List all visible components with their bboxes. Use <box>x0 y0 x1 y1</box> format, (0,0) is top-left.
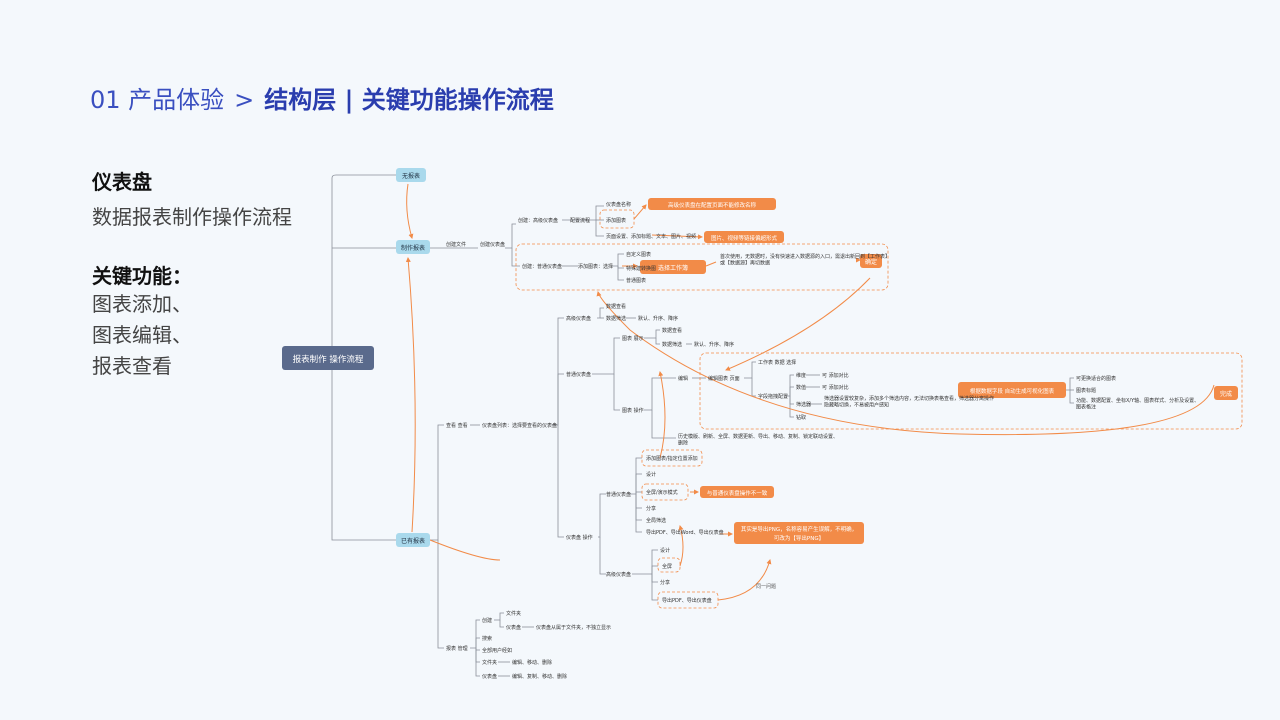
label-add-chart2: 添加图表/指定位置添加 <box>646 455 698 462</box>
node-label: 已有报表 <box>401 537 425 545</box>
auto-chart-node: 根据数据字段 自动生成可视化图表 <box>970 387 1055 395</box>
feature-item: 图表编辑、 <box>92 323 192 347</box>
label-chart-title: 图表标题 <box>1076 387 1096 394</box>
label-desc-workbook: 首次使用，无数据时，没有快速进入数据源的入口，需退出新回到【工作表】或【数据源】… <box>720 253 890 267</box>
label-filter: 筛选器 <box>796 401 811 408</box>
label-create-adv: 创建：高级仪表盘 <box>518 217 558 224</box>
label-dash-ops: 编辑、复制、移动、删除 <box>512 673 567 680</box>
features-title: 关键功能： <box>92 264 192 288</box>
node-none: 无报表 <box>396 168 426 182</box>
label-dim-opt: 可 添加对比 <box>822 372 849 379</box>
side-title: 仪表盘 <box>92 170 152 194</box>
label-fullscreen2: 全屏 <box>662 563 672 570</box>
label-filter-opts: 默认、升序、降序 <box>638 315 678 322</box>
label-adv-dash2: 高级仪表盘 <box>606 571 631 578</box>
label-search: 搜索 <box>482 635 492 642</box>
label-create-normal: 创建：普通仪表盘 <box>522 263 562 270</box>
label-global-filter: 全局筛选 <box>646 517 666 524</box>
label-design: 设计 <box>646 471 656 478</box>
label-folder-ops: 编辑、移动、删除 <box>512 659 552 666</box>
label-create: 创建 <box>482 617 492 624</box>
label-data-view: 数据查看 <box>606 303 626 310</box>
label-folder2: 文件夹 <box>482 659 497 666</box>
note-adv: 高级仪表盘在配置页面不能修改名称 <box>668 201 757 209</box>
label-normal-chart: 普通图表 <box>626 277 646 284</box>
label-ops-list: 历史模版、刷新、全屏、数据更新、导出、移动、复制、锁定联动设置、删除 <box>678 433 838 447</box>
label-export: 导出PDF、导出Word、导出仪表盘 <box>646 529 724 536</box>
label-val: 数值 <box>796 384 806 391</box>
note-export: 其实是导出PNG，名称容易产生误解，不明确，可改为【导出PNG】 <box>741 525 857 542</box>
label-fullscreen-mode: 全屏/演示模式 <box>646 489 678 496</box>
label-share2: 分享 <box>660 579 670 586</box>
label-chart-types: 可更换适合的图表 <box>1076 375 1116 382</box>
label-data-filter: 数据筛选 <box>606 315 626 322</box>
label-dim: 维度 <box>796 372 806 379</box>
node-have: 已有报表 <box>396 533 430 547</box>
label-chart-ops: 图表 操作 <box>622 407 644 414</box>
node-labels: 创建文件创建仪表盘创建：高级仪表盘配置流程仪表盘名称添加图表页面设置、添加标题、… <box>446 201 1199 680</box>
label-export2: 导出PDF、导出仪表盘 <box>662 597 712 604</box>
label-val-opt: 可 添加对比 <box>822 384 849 391</box>
label-create-dash: 创建仪表盘 <box>480 241 505 248</box>
label-dashboard2: 仪表盘 <box>482 673 497 680</box>
label-view-dash: 查看 查看 <box>446 422 468 429</box>
label-custom-chart: 自定义图表 <box>626 251 651 258</box>
flow-arrows <box>405 183 1215 601</box>
label-edit: 编辑 <box>678 375 688 382</box>
node-make: 制作报表 <box>396 240 430 254</box>
label-add-chart-select: 添加图表：选择 <box>578 263 613 270</box>
feature-item: 图表添加、 <box>92 292 192 316</box>
select-workbook: 选择工作簿 <box>658 264 688 272</box>
label-design2: 设计 <box>660 547 670 554</box>
label-create-file: 创建文件 <box>446 241 466 248</box>
breadcrumb-separator: > <box>234 86 255 114</box>
label-add-chart: 添加图表 <box>606 217 626 224</box>
label-folder: 文件夹 <box>506 610 521 617</box>
label-filter-desc: 筛选器设置较复杂，添加多个筛选内容，无法切换表格查看，筛选器分离操作隐藏略切换，… <box>824 395 994 409</box>
side-subtitle: 数据报表制作操作流程 <box>92 205 292 229</box>
note-img: 图片、视频等链接偏超形式 <box>711 234 778 242</box>
label-drill: 钻取 <box>796 414 806 421</box>
node-label: 制作报表 <box>401 244 425 252</box>
label-config-flow: 配置流程 <box>570 217 590 224</box>
label-edit-chart-page: 编辑图表 页面 <box>708 375 740 382</box>
label-normal-dash-ops: 仪表盘 操作 <box>566 534 593 541</box>
note-fullscreen: 与普通仪表盘操作不一致 <box>707 489 768 497</box>
label-normal-dash2: 普通仪表盘 <box>606 491 631 498</box>
label-dashboard: 仪表盘 <box>506 624 521 631</box>
label-workbook-select: 工作表 数据 选择 <box>758 359 796 366</box>
connectors <box>331 174 1074 677</box>
label-same-issue: 同一问题 <box>756 583 776 590</box>
done-node: 完成 <box>1220 390 1232 398</box>
label-all-users: 全部用户经如 <box>482 647 512 654</box>
label-normal-dash: 普通仪表盘 <box>566 371 591 378</box>
side-panel: 仪表盘 数据报表制作操作流程 关键功能： 图表添加、 图表编辑、 报表查看 <box>92 166 292 382</box>
label-excel-chart: 特殊建转换图 <box>626 265 656 272</box>
page-title: 结构层 | 关键功能操作流程 <box>264 86 554 114</box>
feature-item: 报表查看 <box>92 354 172 378</box>
confirm-node: 确定 <box>865 258 877 266</box>
root-node: 报表制作 操作流程 <box>282 346 374 370</box>
label-data-filter2: 数据筛选 <box>662 341 682 348</box>
note-boxes: 高级仪表盘在配置页面不能修改名称 图片、视频等链接偏超形式 选择工作簿 确定 根… <box>640 198 1238 544</box>
label-field-settings: 字段拖拽配置 <box>758 393 788 400</box>
breadcrumb: 01 产品体验 <box>90 86 225 114</box>
label-chart-show: 图表 展示 <box>622 335 644 342</box>
label-chart-style: 功能、数据配置、坐标X/Y轴、图表样式、分析及设置、图表格注 <box>1076 397 1199 411</box>
page-header: 01 产品体验 > 结构层 | 关键功能操作流程 <box>90 80 554 115</box>
node-label: 无报表 <box>402 172 420 180</box>
label-share: 分享 <box>646 505 656 512</box>
root-label: 报表制作 操作流程 <box>293 354 364 365</box>
label-adv-dash: 高级仪表盘 <box>566 315 591 322</box>
label-manage: 报表 管理 <box>446 645 468 652</box>
label-dash-belongs: 仪表盘从属于文件夹，不独立显示 <box>536 624 611 631</box>
label-filter-opts2: 默认、升序、降序 <box>694 341 734 348</box>
label-page-settings: 页面设置、添加标题、文本、图片、视频 <box>606 233 696 240</box>
label-data-view2: 数据查看 <box>662 327 682 334</box>
label-dash-name: 仪表盘名称 <box>606 201 631 208</box>
label-dash-list: 仪表盘列表：选择要查看的仪表盘 <box>482 422 557 429</box>
